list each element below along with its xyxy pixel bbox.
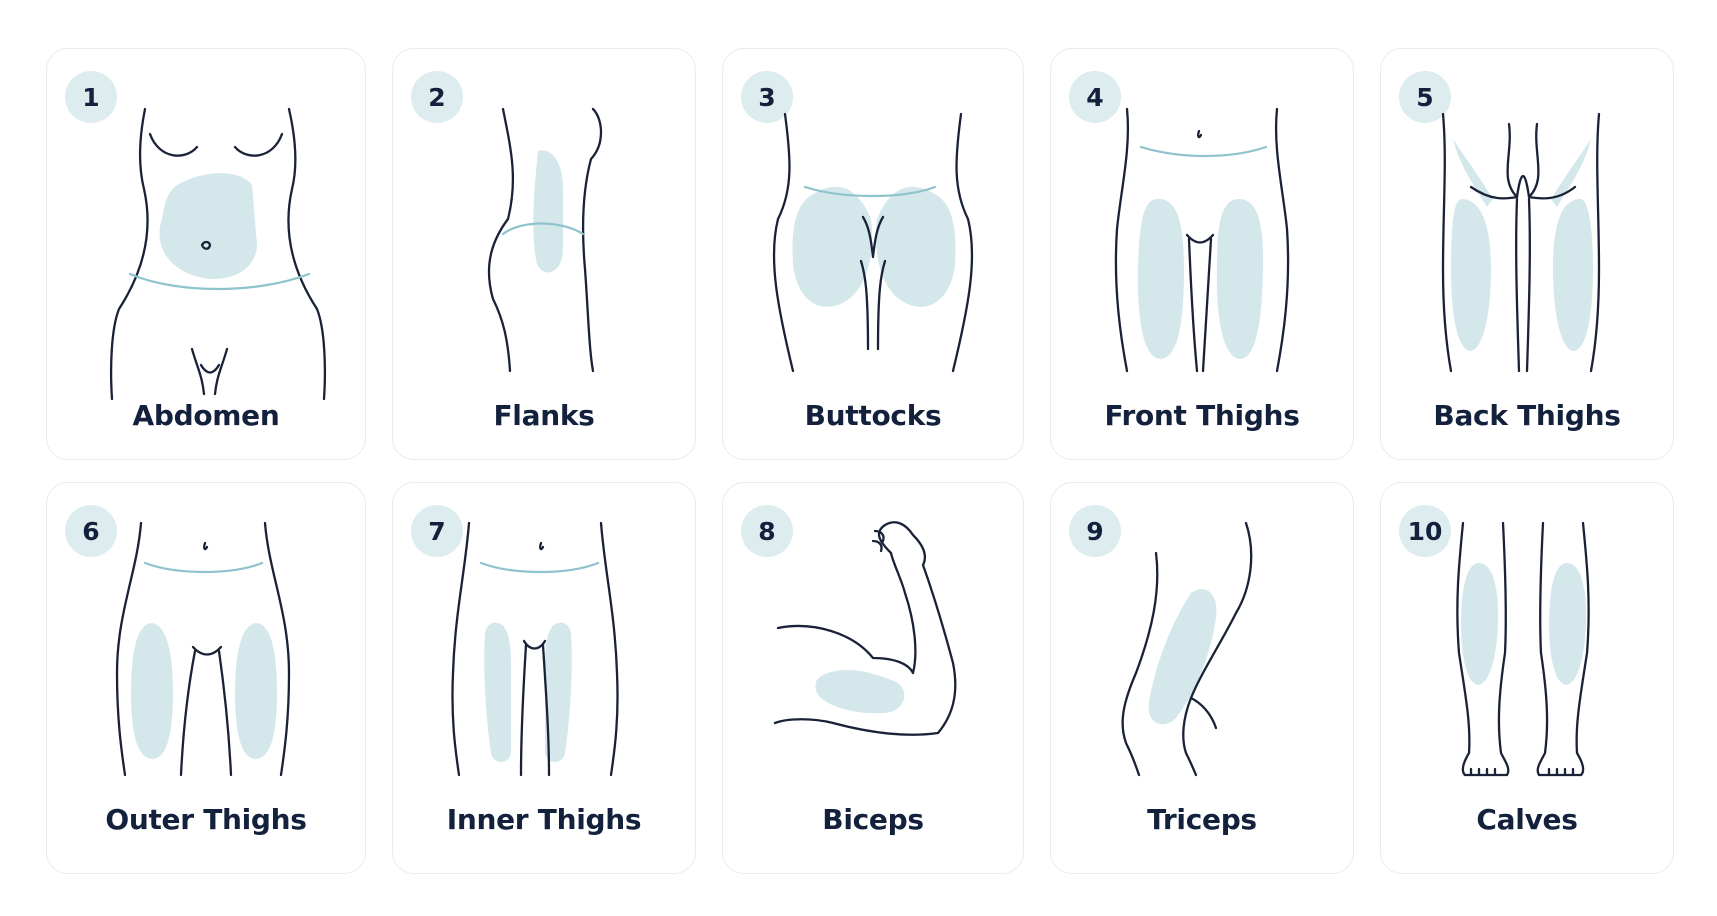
card-outer-thighs[interactable]: 6 Outer Thighs [46,482,366,874]
number-badge: 4 [1069,71,1121,123]
number-badge: 9 [1069,505,1121,557]
region-label: Back Thighs [1433,399,1621,432]
back-thighs-body-icon [1441,112,1601,373]
card-buttocks[interactable]: 3 Buttocks [722,48,1024,460]
number-badge: 2 [411,71,463,123]
region-label: Biceps [822,803,924,836]
card-inner-thighs[interactable]: 7 Inner Thighs [392,482,696,874]
region-label: Front Thighs [1104,399,1300,432]
card-biceps[interactable]: 8 Biceps [722,482,1024,874]
abdomen-body-icon [109,107,327,401]
triceps-arm-icon [1121,521,1253,777]
card-triceps[interactable]: 9 Triceps [1050,482,1354,874]
front-thighs-body-icon [1114,107,1290,373]
biceps-arm-icon [773,521,957,736]
number-badge: 10 [1399,505,1451,557]
calves-legs-icon [1456,521,1590,777]
number-badge: 1 [65,71,117,123]
buttocks-body-icon [772,112,974,373]
region-label: Inner Thighs [446,803,642,836]
region-label: Buttocks [804,399,942,432]
card-calves[interactable]: 10 Calves [1380,482,1674,874]
card-flanks[interactable]: 2 Flanks [392,48,696,460]
region-label: Triceps [1147,803,1257,836]
card-back-thighs[interactable]: 5 Back Thighs [1380,48,1674,460]
number-badge: 7 [411,505,463,557]
flanks-body-icon [487,107,603,373]
card-front-thighs[interactable]: 4 Front Thighs [1050,48,1354,460]
number-badge: 6 [65,505,117,557]
outer-thighs-body-icon [115,521,291,777]
region-label: Flanks [493,399,595,432]
inner-thighs-body-icon [451,521,619,777]
region-label: Outer Thighs [105,803,307,836]
region-label: Abdomen [132,399,280,432]
card-abdomen[interactable]: 1 Abdomen [46,48,366,460]
number-badge: 8 [741,505,793,557]
region-label: Calves [1476,803,1578,836]
